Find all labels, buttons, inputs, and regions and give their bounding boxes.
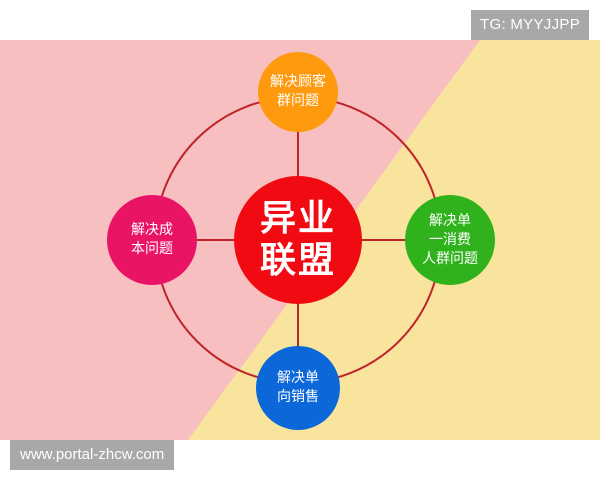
center-node-label: 异业 联盟 <box>259 198 336 281</box>
diagram-canvas: 解决顾客 群问题 解决成 本问题 解决单 一消费 人群问题 解决单 向销售 异业… <box>0 40 600 440</box>
node-customer-group: 解决顾客 群问题 <box>258 52 338 132</box>
node-one-way-sales: 解决单 向销售 <box>256 346 340 430</box>
node-cost-label: 解决成 本问题 <box>131 222 173 257</box>
center-node-alliance: 异业 联盟 <box>234 176 362 304</box>
node-single-consumer-label: 解决单 一消费 人群问题 <box>422 212 478 267</box>
watermark-bottom-left: www.portal-zhcw.com <box>10 440 175 470</box>
node-single-consumer: 解决单 一消费 人群问题 <box>405 195 495 285</box>
node-customer-group-label: 解决顾客 群问题 <box>270 74 326 109</box>
watermark-top-right: TG: MYYJJPP <box>471 10 589 40</box>
node-cost: 解决成 本问题 <box>107 195 197 285</box>
node-one-way-sales-label: 解决单 向销售 <box>277 370 319 405</box>
